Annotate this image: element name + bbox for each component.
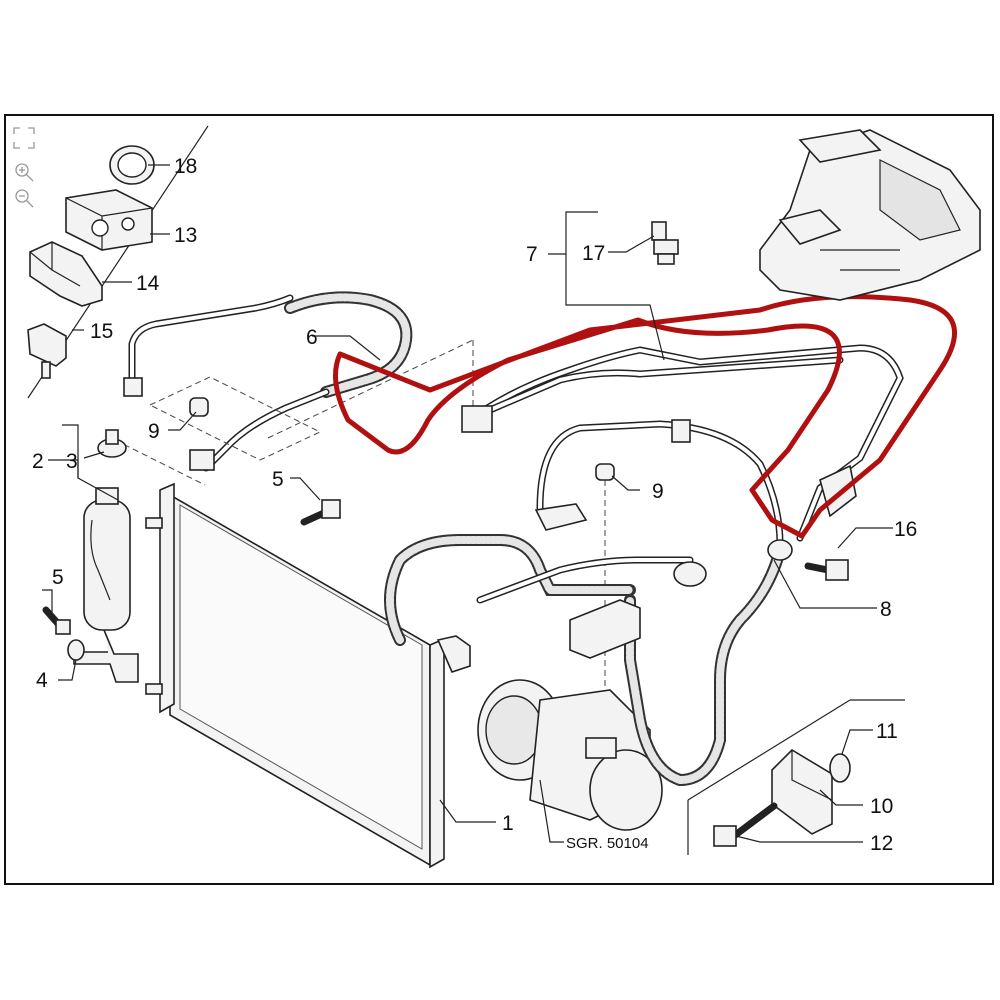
- part-9-grommet-upper: [189, 397, 209, 417]
- part-8-pipe-assembly: [384, 419, 793, 787]
- callout-13: 13: [174, 224, 197, 247]
- part-15-clip: [27, 323, 67, 379]
- callout-15: 15: [90, 320, 113, 343]
- part-3-cap: [97, 429, 127, 458]
- reference-code: SGR. 50104: [566, 835, 649, 852]
- part-4-washer: [67, 639, 85, 661]
- diagram-frame: [4, 114, 994, 885]
- callout-11: 11: [876, 720, 898, 743]
- callout-4: 4: [36, 669, 48, 692]
- callout-5-center: 5: [272, 468, 284, 491]
- callout-1: 1: [502, 812, 514, 835]
- compressor: [477, 679, 663, 831]
- zoom-in-icon[interactable]: [15, 163, 34, 182]
- dashed-link-receiver: [114, 439, 206, 486]
- callout-6: 6: [306, 326, 318, 349]
- group-divider-10-12: [687, 699, 851, 801]
- callout-8: 8: [880, 598, 892, 621]
- part-12-bolt: [713, 802, 778, 847]
- part-5-bolt-left: [42, 606, 71, 635]
- callout-2: 2: [32, 450, 44, 473]
- callout-9-lower: 9: [652, 480, 664, 503]
- callout-18: 18: [174, 155, 197, 178]
- part-9-grommet-lower: [595, 463, 615, 481]
- callout-14: 14: [136, 272, 160, 295]
- part-11-grommet: [829, 753, 851, 783]
- fit-page-icon[interactable]: [13, 127, 35, 149]
- part-18-o-ring: [109, 145, 155, 185]
- dashed-outline-left: [148, 376, 322, 461]
- hvac-unit: [759, 129, 981, 301]
- dashed-outline-center: [267, 339, 474, 439]
- part-6-hose: [123, 291, 413, 472]
- callout-12: 12: [870, 832, 893, 855]
- callout-10: 10: [870, 795, 893, 818]
- callout-9-upper: 9: [148, 420, 160, 443]
- part-16-bolt: [804, 559, 849, 581]
- zoom-out-icon[interactable]: [15, 189, 34, 208]
- part-17-pressure-switch: [651, 221, 679, 265]
- callout-leaders: [42, 164, 893, 843]
- part-13-block-fitting: [65, 189, 153, 251]
- callout-16: 16: [894, 518, 917, 541]
- callout-17: 17: [582, 242, 605, 265]
- part-7-highlight: [333, 294, 958, 539]
- callout-5-left: 5: [52, 566, 64, 589]
- part-1-condenser: [145, 482, 471, 869]
- callout-7: 7: [526, 243, 538, 266]
- part-5-bolt-center: [300, 499, 341, 526]
- part-14-bracket: [29, 241, 103, 307]
- part-2-receiver-drier: [73, 487, 139, 683]
- callout-3: 3: [66, 450, 78, 473]
